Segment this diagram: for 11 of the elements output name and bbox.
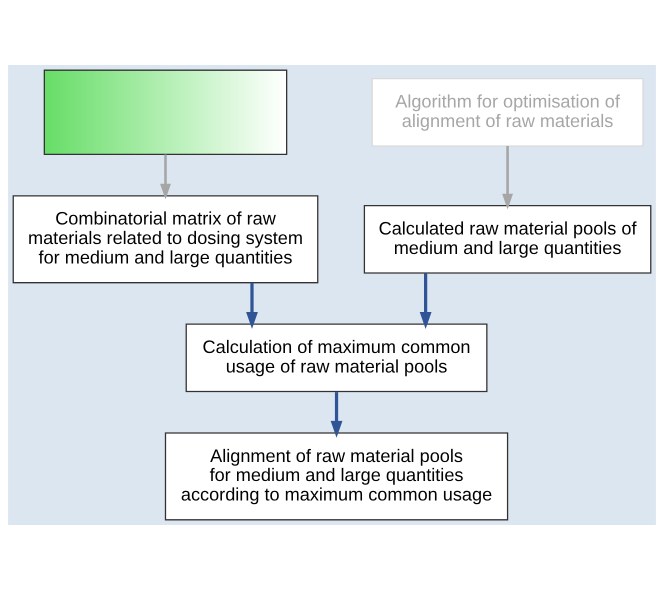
node-box: Alignment of raw material pools for medium and large quantities according to maximum common usage	[164, 432, 508, 520]
arrow	[330, 392, 342, 438]
node-box: Combinatorial matrix of raw materials related to dosing system for medium and large quantities	[12, 195, 318, 284]
arrow	[246, 282, 258, 329]
node-box: Calculated raw material pools of medium and large quantities	[364, 204, 652, 274]
arrow	[420, 274, 432, 329]
node-picture	[44, 70, 288, 156]
arrow	[502, 146, 514, 210]
arrow	[160, 154, 171, 200]
node-box: Algorithm for optimisation of alignment of raw materials	[372, 78, 644, 147]
node-box: Calculation of maximum common usage of raw material pools	[186, 324, 488, 392]
